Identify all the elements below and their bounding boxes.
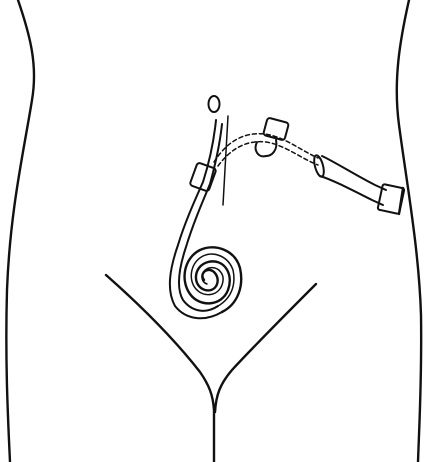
extension-tube-lower [320,176,383,205]
catheter-marker-line [223,116,228,205]
tunnel-upper-line [214,134,318,162]
right-body-contour [397,0,421,462]
extension-tube [312,154,386,205]
catheter-coil [185,247,242,312]
tunnel-lower-line [218,142,318,166]
catheter-tube [170,116,228,318]
left-groin-line [106,275,214,462]
extension-tube-upper [322,156,386,190]
umbilicus [209,96,220,112]
connector [378,184,405,214]
right-groin-line [215,284,316,412]
tunnel-clamp [256,117,289,156]
clamp-tab [256,142,266,156]
subcutaneous-tunnel [214,134,318,166]
torso-outline [6,0,421,462]
coil-spiral-outer [185,247,242,312]
left-body-contour [6,0,34,462]
